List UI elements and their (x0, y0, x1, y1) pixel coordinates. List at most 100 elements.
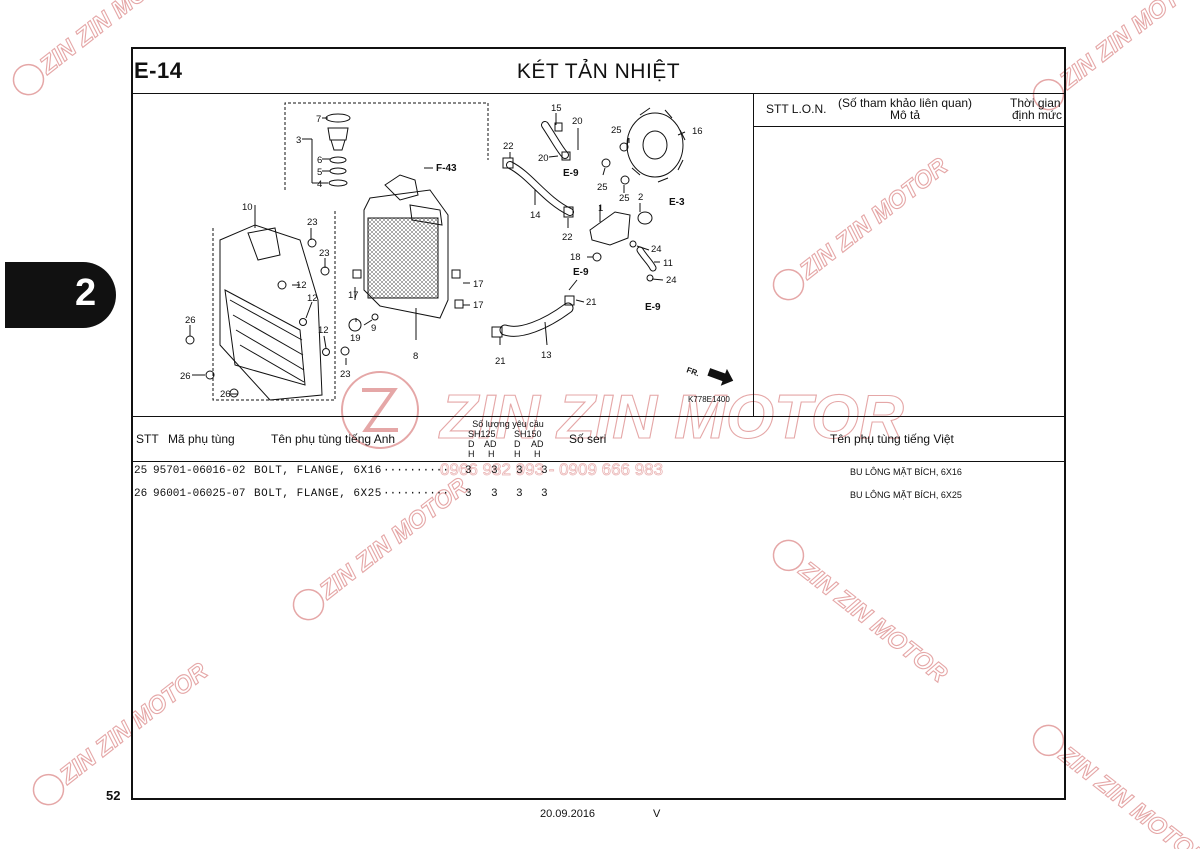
callout-number: 17 (473, 300, 484, 311)
info-col-desc-bottom: Mô tả (889, 108, 920, 122)
callout-number: 15 (551, 103, 562, 114)
page-title: KÉT TẢN NHIỆT (516, 60, 681, 83)
row-name-vi: BU LÔNG MẶT BÍCH, 6X16 (850, 467, 962, 477)
watermark-center: ZIN ZIN MOTOR 0966 982 993 - 0909 666 98… (341, 371, 905, 479)
callout-number: 23 (340, 369, 351, 380)
page-number: 52 (106, 788, 121, 803)
callout-number: 17 (473, 279, 484, 290)
row-qty-1: 3 (465, 488, 472, 500)
callout-number: 23 (307, 217, 318, 228)
ref-f43: F-43 (436, 163, 457, 174)
callout-number: 21 (586, 297, 597, 308)
callout-number: 22 (503, 141, 514, 152)
callout-number: 10 (242, 202, 253, 213)
row-qty-4: 3 (541, 488, 548, 500)
title-divider (131, 93, 1066, 94)
callout-number: 12 (307, 293, 318, 304)
row-stt: 26 (134, 488, 148, 500)
col-d2: D (514, 439, 521, 449)
col-name-en: Tên phụ tùng tiếng Anh (271, 432, 396, 446)
callout-number: 17 (348, 290, 359, 301)
callout-number: 2 (638, 192, 643, 203)
callout-number: 6 (317, 155, 322, 166)
callout-number: 25 (619, 193, 630, 204)
callout-number: 24 (651, 244, 662, 255)
fr-direction-label: FR. (685, 365, 700, 378)
row-name-vi: BU LÔNG MẶT BÍCH, 6X25 (850, 490, 962, 500)
col-name-vi: Tên phụ tùng tiếng Việt (830, 432, 954, 446)
col-serial: Số seri (569, 432, 607, 446)
callout-number: 5 (317, 167, 322, 178)
row-qty-2: 3 (491, 488, 498, 500)
ref-e9-b: E-9 (573, 267, 589, 278)
watermark-brand-text: ZIN ZIN MOTOR (438, 383, 904, 452)
page-code: E-14 (134, 58, 183, 83)
col-h1: H (468, 449, 475, 459)
watermark-phone-text: 0966 982 993 - 0909 666 983 (440, 460, 663, 479)
col-qty-title: Số lượng yêu cầu (472, 419, 544, 429)
col-h2: H (488, 449, 495, 459)
table-header-divider (131, 461, 1066, 462)
footer-date: 20.09.2016 (540, 808, 596, 820)
callout-number: 12 (318, 325, 329, 336)
callout-number: 20 (572, 116, 583, 127)
col-model-b: SH150 (514, 429, 542, 439)
callout-number: 26 (185, 315, 196, 326)
row-name-en: BOLT, FLANGE, 6X16 (254, 465, 382, 477)
info-panel-header-divider (753, 126, 1066, 127)
callout-number: 8 (413, 351, 418, 362)
row-part-no: 96001-06025-07 (153, 488, 246, 500)
footer-version: V (653, 808, 661, 820)
row-qty-3: 3 (516, 488, 523, 500)
ref-e9-c: E-9 (645, 302, 661, 313)
callout-number: 20 (538, 153, 549, 164)
info-col-desc-top: (Số tham khảo liên quan) (837, 96, 973, 110)
row-dots: ·········· (383, 488, 450, 500)
callout-number: 4 (317, 179, 322, 190)
callout-number: 22 (562, 232, 573, 243)
callout-number: 9 (371, 323, 376, 334)
row-qty-2: 3 (491, 465, 498, 477)
callout-number: 25 (597, 182, 608, 193)
callout-number: 12 (296, 280, 307, 291)
info-col-time-bottom: định mức (1012, 108, 1063, 122)
diagram-ref-code: K778E1400 (688, 395, 730, 404)
callout-number: 25 (611, 125, 622, 136)
row-qty-1: 3 (465, 465, 472, 477)
callout-number: 26 (180, 371, 191, 382)
callout-number: 26 (220, 389, 231, 400)
col-ad1: AD (484, 439, 497, 449)
exploded-parts-diagram: FR. K778E1400 12345678910111212121314151… (180, 102, 734, 404)
callout-number: 21 (495, 356, 506, 367)
ref-e3: E-3 (669, 197, 685, 208)
watermark-brand-text: ZIN ZIN MOTOR (1053, 741, 1200, 849)
col-h4: H (534, 449, 541, 459)
col-part-no: Mã phụ tùng (168, 432, 235, 446)
callout-number: 24 (666, 275, 677, 286)
info-panel-divider (753, 93, 754, 416)
row-qty-4: 3 (541, 465, 548, 477)
info-col-time-top: Thời gian (1010, 96, 1061, 110)
row-dots: ·········· (383, 465, 450, 477)
callout-number: 3 (296, 135, 301, 146)
col-h3: H (514, 449, 521, 459)
callout-number: 13 (541, 350, 552, 361)
callout-number: 23 (319, 248, 330, 259)
page-frame (131, 47, 1066, 800)
row-part-no: 95701-06016-02 (153, 465, 246, 477)
col-d1: D (468, 439, 475, 449)
row-name-en: BOLT, FLANGE, 6X25 (254, 488, 382, 500)
callout-number: 16 (692, 126, 703, 137)
row-stt: 25 (134, 465, 148, 477)
callout-number: 19 (350, 333, 361, 344)
callout-number: 11 (663, 258, 673, 269)
callout-number: 14 (530, 210, 541, 221)
watermark-brand-text: ZIN ZIN MOTOR (1054, 0, 1200, 95)
row-qty-3: 3 (516, 465, 523, 477)
info-col-stt-lon: STT L.O.N. (766, 102, 827, 116)
col-model-a: SH125 (468, 429, 496, 439)
col-stt: STT (136, 432, 159, 446)
section-tab: 2 (5, 262, 116, 328)
col-ad2: AD (531, 439, 544, 449)
